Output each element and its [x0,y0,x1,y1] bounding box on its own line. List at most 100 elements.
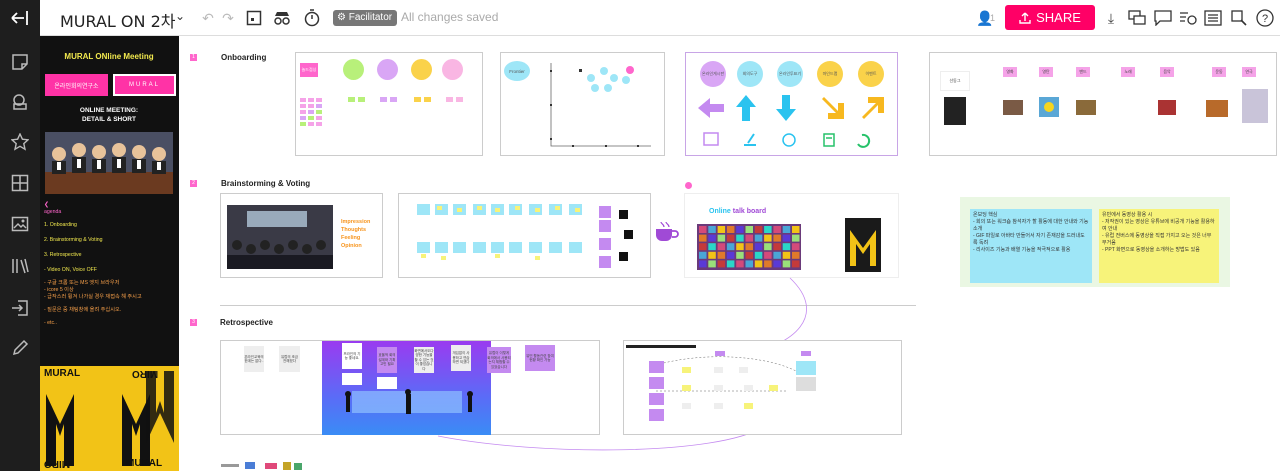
flow-sticky[interactable] [649,361,664,373]
sticky-note[interactable] [358,97,365,102]
retro-sticky[interactable]: 유빈 활동관련 참여 현황 확인 가능 [525,345,555,371]
grid-sticky[interactable] [308,98,314,102]
download-icon[interactable]: ⤓ [1107,9,1115,26]
flow-note[interactable] [714,385,723,391]
grid-sticky[interactable] [316,110,322,114]
sticky-note[interactable] [509,242,522,253]
dot-sticky[interactable] [495,254,500,258]
search-icon[interactable] [1229,8,1249,28]
dot-sticky[interactable] [477,206,482,210]
dot-sticky[interactable] [515,206,520,210]
dot-sticky[interactable] [441,256,446,260]
flow-note[interactable] [714,403,723,409]
sticky-note[interactable] [446,97,453,102]
circle-shape[interactable] [411,59,432,80]
sticky-note[interactable]: 밴드 [1076,67,1090,77]
dot-sticky[interactable] [575,208,580,212]
import-icon[interactable] [8,296,32,320]
grid-sticky[interactable] [316,122,322,126]
black-square[interactable] [619,252,628,261]
back-button[interactable] [0,0,40,36]
icon-circle[interactable]: 이벤트 [858,61,884,87]
flow-frame[interactable] [623,340,902,435]
sticky-note[interactable]: 노래 [1121,67,1135,77]
dot-sticky[interactable] [535,208,540,212]
undo-icon[interactable]: ↶ [202,9,214,26]
dot-sticky[interactable] [421,254,426,258]
grid-sticky[interactable] [308,116,314,120]
share-button[interactable]: SHARE [1005,5,1095,30]
dot-sticky[interactable] [535,256,540,260]
icon-circle[interactable]: 마인드맵 [817,61,843,87]
flow-sticky[interactable] [649,409,664,421]
activity-icon[interactable] [1178,8,1198,28]
video-note[interactable]: 유빈에서 동영상 활용 시 - 저작권이 있는 영상은 유튜브에 비공개 기능을… [1099,209,1219,283]
flow-note[interactable] [682,385,691,391]
retro-sticky[interactable]: 화면에서도다양한 기능을 할 수 있는 것이 좋았습니다 [414,347,434,373]
sticky-note[interactable] [529,242,542,253]
section-title-retrospective[interactable]: Retrospective [220,318,273,327]
grid-sticky[interactable] [300,116,306,120]
flow-sticky[interactable] [796,361,816,375]
sticky-note[interactable] [417,204,430,215]
sticky-note[interactable] [417,242,430,253]
flow-sticky[interactable] [715,351,725,356]
black-square[interactable] [624,230,633,239]
library-icon[interactable] [8,254,32,278]
sticky-note[interactable] [473,242,486,253]
frameworks-icon[interactable] [8,171,32,195]
image-icon[interactable] [8,212,32,236]
grid-sticky[interactable] [300,110,306,114]
sticky-note[interactable] [549,242,562,253]
flow-note[interactable] [682,403,691,409]
grid-sticky[interactable] [308,122,314,126]
sticky-note[interactable] [569,242,582,253]
board-title[interactable]: MURAL ON 2차 [60,12,176,31]
sticky-note[interactable]: 영탄 [1039,67,1053,77]
star-icon[interactable] [8,130,32,154]
sticky-note[interactable]: 연극 [1242,67,1256,77]
frontier-circle[interactable]: Frontier [504,61,530,81]
grid-sticky[interactable] [308,110,314,114]
dot-sticky[interactable] [437,206,442,210]
retro-sticky[interactable]: 효율적 회의 설계와 기획 고민 필요 [377,347,397,373]
sticky-note[interactable]: 선동그 [940,71,970,91]
talkboard-frame[interactable]: Online talk board [684,193,899,278]
grid-sticky[interactable] [316,104,322,108]
pencil-icon[interactable] [8,336,32,360]
info-panel[interactable]: MURAL ONline Meeting 온라인회의연구소 MURAL ONLI… [40,36,179,471]
icon-frame[interactable]: 온라인게시판 회의도구 온라인투표기 마인드맵 이벤트 [685,52,898,156]
sticky-note[interactable] [599,206,611,218]
flow-note[interactable] [744,403,753,409]
sticky-note[interactable] [456,97,463,102]
sticky-note[interactable] [599,238,611,250]
scatter-frame[interactable]: Frontier [500,52,665,156]
icon-circle[interactable]: 온라인투표기 [777,61,803,87]
help-icon[interactable]: ? [1255,8,1275,28]
sticky-note[interactable] [599,220,611,232]
flow-sticky[interactable] [801,351,811,356]
dot-sticky[interactable] [555,206,560,210]
outline-icon[interactable] [244,8,264,28]
sticky-note[interactable]: 영화 [1003,67,1017,77]
grid-sticky[interactable] [300,98,306,102]
grid-sticky[interactable] [308,104,314,108]
onboarding-note[interactable]: 온보딩 핵심 - 회의 또는 워크숍 참석자가 할 활동에 대한 안내와 기능 … [970,209,1092,283]
profile-frame[interactable]: 선동그 영화 영탄 밴드 노래 음악 운동 연극 [929,52,1277,156]
comment-icon[interactable] [1153,8,1173,28]
grid-sticky[interactable] [316,98,322,102]
outline-list-icon[interactable] [1203,8,1223,28]
sticky-note[interactable] [435,242,448,253]
circle-shape[interactable] [442,59,463,80]
sticky-note[interactable]: 음악 [1160,67,1174,77]
grid-sticky[interactable] [300,104,306,108]
sticky-note[interactable] [414,97,421,102]
photo-frame[interactable]: Impression Thoughts Feeling Opinion [220,193,383,278]
dot-sticky[interactable] [457,208,462,212]
onboarding-sticky-frame[interactable]: 놀드점싱 [295,52,483,156]
flow-sticky[interactable] [796,377,816,391]
retro-sticky[interactable]: 온라인교육의 한계는 없다.. [244,346,264,372]
circle-shape[interactable] [343,59,364,80]
retro-sticky[interactable] [342,373,362,385]
retro-sticky[interactable]: 개입없이 사용하고 연습하면 되겠다 [451,345,471,371]
